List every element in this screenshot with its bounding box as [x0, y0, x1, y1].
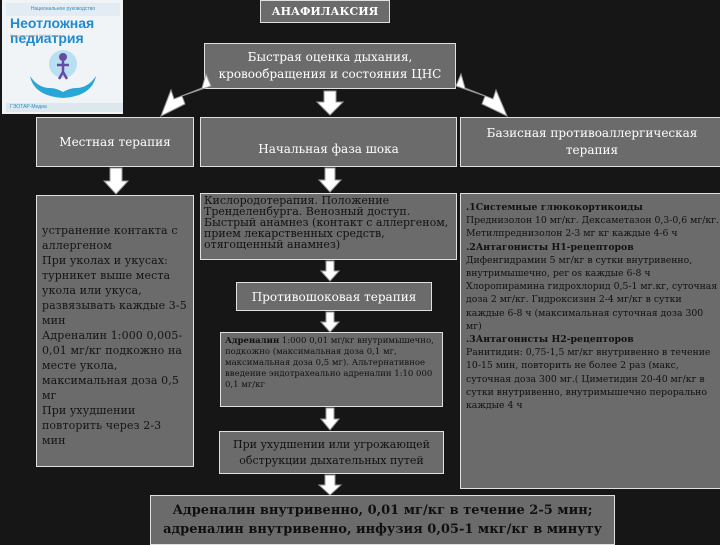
basic-therapy-heading: .1Системные глюкокортикоиды	[466, 202, 643, 213]
book-footer: ГЭОТАР-Медиа	[6, 103, 123, 112]
arrow-shock-down-1-icon	[318, 167, 342, 193]
arrow-shock-down-2-icon	[320, 260, 340, 282]
iv-adrenaline-box: Адреналин внутривенно, 0,01 мг/кг в тече…	[150, 495, 615, 545]
basic-therapy-text: Преднизолон 10 мг/кг. Дексаметазон 0,3-0…	[466, 215, 720, 240]
arrow-to-local-icon	[160, 72, 212, 118]
arrow-to-basic-icon	[455, 72, 508, 118]
arrow-shock-down-4-icon	[320, 407, 340, 431]
basic-therapy-title: Базисная противоаллергическая терапия	[460, 117, 720, 167]
hands-child-icon	[30, 50, 96, 98]
adrenaline-im-box: Адреналин 1:000 0,01 мг/кг внутримышечно…	[220, 332, 443, 407]
arrow-shock-down-5-icon	[318, 474, 342, 496]
local-therapy-title: Местная терапия	[36, 117, 194, 167]
basic-therapy-text: Ранитидин: 0,75-1,5 мг/кг внутривенно в …	[466, 347, 711, 412]
arrow-local-down-icon	[103, 167, 129, 195]
antishock-therapy-box: Противошоковая терапия	[236, 282, 432, 311]
book-cover-image: Национальное руководство Неотложная педи…	[2, 0, 123, 114]
local-therapy-details: устранение контакта с аллергеном При уко…	[36, 195, 194, 467]
arrow-to-shock-icon	[315, 90, 345, 116]
basic-therapy-heading: .2Антагонисты H1-рецепторов	[466, 241, 634, 253]
worsening-box: При ухудшении или угрожающей обструкции …	[219, 431, 444, 474]
title-box: АНАФИЛАКСИЯ	[260, 0, 390, 23]
book-subtitle: Под редакцией Б.М. Блохина	[10, 33, 65, 38]
arrow-shock-down-3-icon	[320, 311, 340, 333]
shock-phase-title: Начальная фаза шока	[200, 117, 457, 167]
book-title: Неотложная педиатрия	[10, 15, 95, 46]
assessment-box: Быстрая оценка дыхания, кровообращения и…	[204, 43, 456, 89]
basic-therapy-text: Дифенгидрамин 5 мг/кг в сутки внутривенн…	[466, 254, 718, 332]
basic-therapy-heading: .3Антагонисты H2-рецепторов	[466, 334, 634, 346]
book-header: Национальное руководство	[6, 3, 120, 16]
shock-step-oxygen: Кислородотерапия. Положение Тренделенбур…	[200, 193, 457, 260]
